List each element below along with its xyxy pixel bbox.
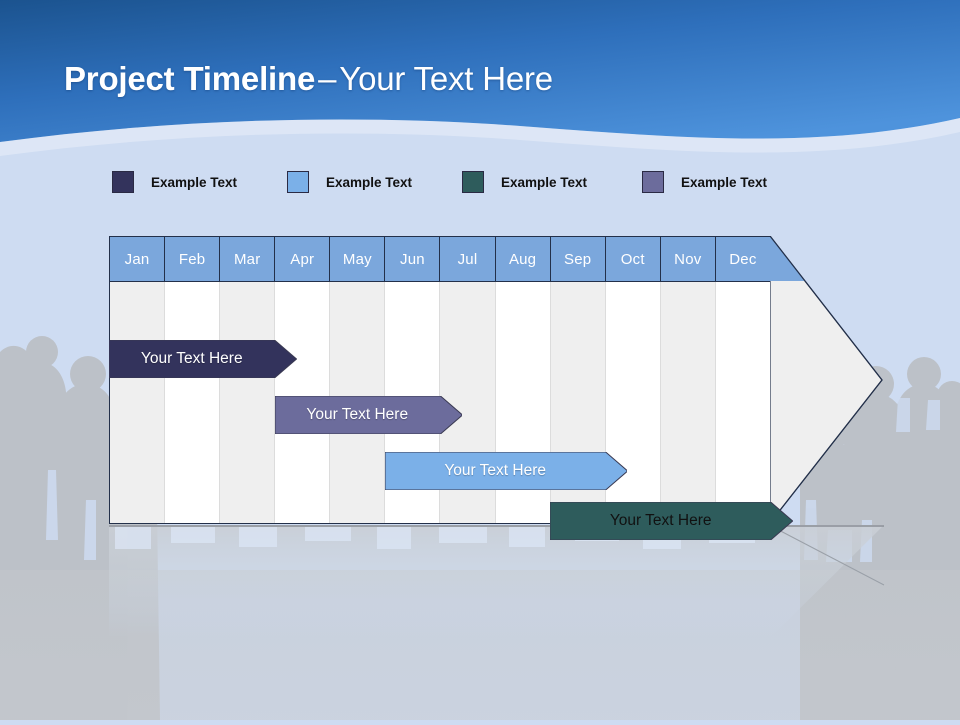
grid-column-dec xyxy=(716,282,770,523)
month-header-jun[interactable]: Jun xyxy=(385,237,441,281)
title-bold-part: Project Timeline xyxy=(64,60,316,97)
timeline-bar-label: Your Text Here xyxy=(444,462,546,479)
timeline-bar-1[interactable]: Your Text Here xyxy=(109,340,297,378)
grid-column-feb xyxy=(165,282,221,523)
page-title: Project Timeline–Your Text Here xyxy=(64,60,553,98)
timeline-bar-3[interactable]: Your Text Here xyxy=(384,452,628,490)
legend-item-3[interactable]: Example Text xyxy=(462,169,587,195)
month-header-mar[interactable]: Mar xyxy=(220,237,276,281)
legend-item-1[interactable]: Example Text xyxy=(112,169,237,195)
legend-swatch-icon xyxy=(642,171,664,193)
month-header-oct[interactable]: Oct xyxy=(606,237,661,281)
legend-label: Example Text xyxy=(501,174,588,190)
timeline-bar-label: Your Text Here xyxy=(609,512,712,529)
legend-item-4[interactable]: Example Text xyxy=(642,169,767,195)
title-light-part: Your Text Here xyxy=(339,60,553,97)
grid-column-aug xyxy=(496,282,551,523)
grid-column-mar xyxy=(220,282,276,523)
grid-column-oct xyxy=(606,282,661,523)
legend-label: Example Text xyxy=(326,174,413,190)
title-dash: – xyxy=(318,60,337,97)
grid-column-jan xyxy=(110,282,166,523)
timeline-bar-4[interactable]: Your Text Here xyxy=(550,502,793,540)
legend: Example Text Example Text Example Text Exam… xyxy=(112,169,832,195)
month-header-aug[interactable]: Aug xyxy=(496,237,551,281)
legend-label: Example Text xyxy=(151,174,238,190)
month-header-sep[interactable]: Sep xyxy=(551,237,606,281)
timeline-bar-2[interactable]: Your Text Here xyxy=(274,396,462,434)
month-header-jan[interactable]: Jan xyxy=(110,237,166,281)
month-header-may[interactable]: May xyxy=(330,237,386,281)
month-header-apr[interactable]: Apr xyxy=(275,237,331,281)
legend-label: Example Text xyxy=(681,174,768,190)
month-header-dec[interactable]: Dec xyxy=(729,250,757,268)
legend-item-2[interactable]: Example Text xyxy=(287,169,412,195)
month-header-jul[interactable]: Jul xyxy=(440,237,496,281)
legend-swatch-icon xyxy=(112,171,134,193)
legend-swatch-icon xyxy=(462,171,484,193)
timeline-bar-label: Your Text Here xyxy=(306,406,409,423)
month-header-feb[interactable]: Feb xyxy=(165,237,221,281)
legend-swatch-icon xyxy=(287,171,309,193)
timeline-arrowhead xyxy=(769,234,885,525)
grid-column-nov xyxy=(660,282,716,523)
timeline-bar-label: Your Text Here xyxy=(140,350,243,367)
month-header-nov[interactable]: Nov xyxy=(661,237,716,281)
chart-reflection xyxy=(109,525,899,645)
